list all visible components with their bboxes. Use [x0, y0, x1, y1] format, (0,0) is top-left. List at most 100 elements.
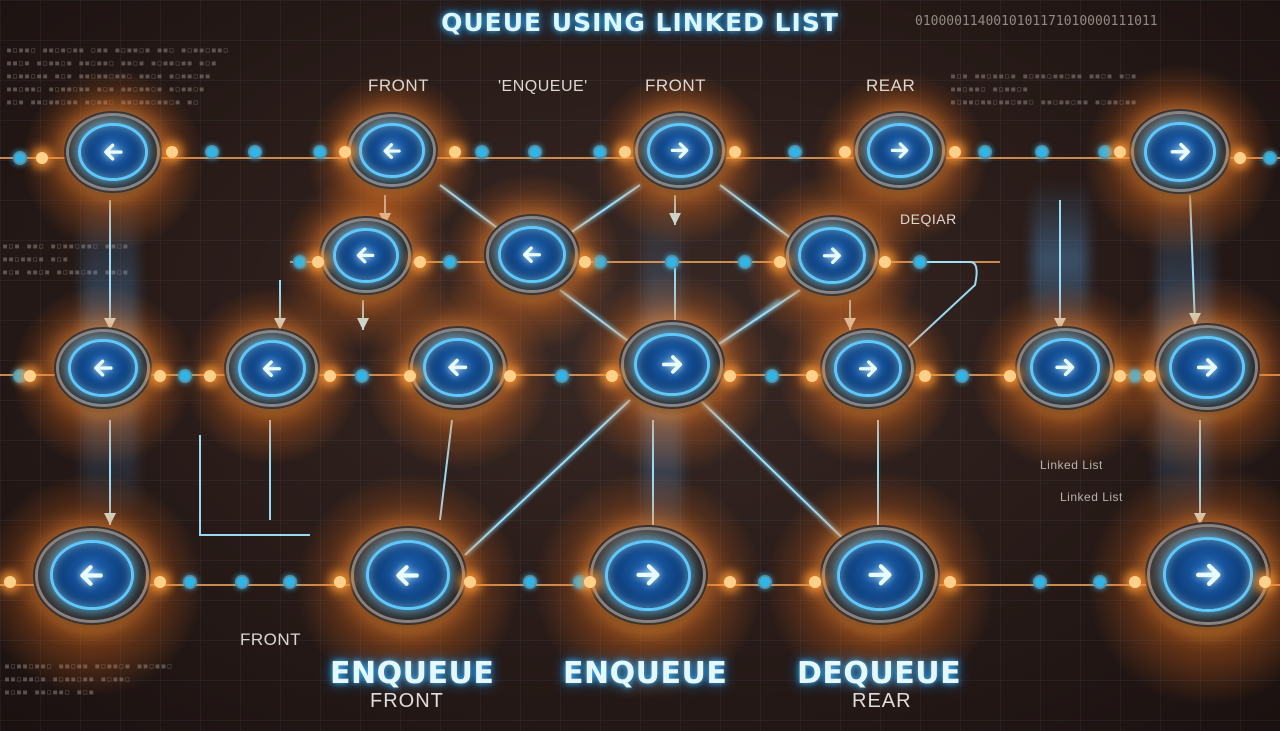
queue-node: [59, 332, 147, 405]
link-dot: [15, 153, 25, 163]
link-spark: [839, 146, 851, 158]
link-spark: [204, 370, 216, 382]
note-linked-list-1: Linked List: [1040, 458, 1103, 472]
link-dot: [1035, 577, 1045, 587]
bottom-label-dequeue: DEQUEUE: [797, 656, 962, 691]
label-front-bottom-left: FRONT: [240, 630, 302, 649]
arrow-right-icon: [637, 336, 707, 393]
queue-node: [858, 116, 942, 185]
queue-node: [789, 220, 875, 291]
link-spark: [879, 256, 891, 268]
link-spark: [724, 576, 736, 588]
link-dot: [357, 371, 367, 381]
link-dot: [525, 577, 535, 587]
link-dot: [295, 257, 305, 267]
arrow-right-icon: [1032, 341, 1098, 395]
queue-node: [1150, 527, 1266, 623]
arrow-left-icon: [335, 230, 397, 281]
link-spark: [724, 370, 736, 382]
binary-string: 0100001140010101171010000111011: [915, 14, 1158, 29]
label-rear-top: REAR: [866, 76, 916, 95]
link-spark: [1114, 370, 1126, 382]
arrow-right-icon: [649, 125, 711, 176]
arrow-left-icon: [241, 342, 303, 394]
link-dot: [980, 147, 990, 157]
link-dot: [315, 147, 325, 157]
link-spark: [404, 370, 416, 382]
link-dot: [207, 147, 217, 157]
link-spark: [24, 370, 36, 382]
link-spark: [449, 146, 461, 158]
link-spark: [919, 370, 931, 382]
link-spark: [809, 576, 821, 588]
link-spark: [584, 576, 596, 588]
link-spark: [464, 576, 476, 588]
queue-node: [489, 219, 575, 290]
link-dot: [790, 147, 800, 157]
queue-node: [69, 116, 157, 189]
link-spark: [154, 370, 166, 382]
queue-node: [413, 331, 503, 405]
link-spark: [334, 576, 346, 588]
link-spark: [579, 256, 591, 268]
link-spark: [729, 146, 741, 158]
queue-node: [351, 117, 433, 185]
link-spark: [1114, 146, 1126, 158]
arrow-right-icon: [608, 542, 688, 608]
bottom-label-enqueue-2: ENQUEUE: [563, 656, 728, 691]
arrow-left-icon: [369, 543, 447, 608]
link-spark: [1144, 370, 1156, 382]
link-spark: [324, 370, 336, 382]
link-spark: [619, 146, 631, 158]
bottom-sub-front: FRONT: [370, 690, 444, 712]
link-dot: [180, 371, 190, 381]
link-spark: [312, 256, 324, 268]
link-dot: [957, 371, 967, 381]
queue-node: [1134, 114, 1226, 190]
link-spark: [36, 152, 48, 164]
arrow-right-icon: [801, 229, 863, 281]
link-spark: [1259, 576, 1271, 588]
link-spark: [1234, 152, 1246, 164]
link-dot: [595, 147, 605, 157]
arrow-left-icon: [501, 228, 563, 280]
link-spark: [1004, 370, 1016, 382]
link-spark: [166, 146, 178, 158]
arrow-right-icon: [1172, 339, 1242, 396]
queue-node: [825, 333, 911, 404]
queue-node: [825, 530, 935, 621]
arrow-left-icon: [362, 126, 422, 175]
label-deqiar: DEQIAR: [900, 211, 957, 227]
arrow-left-icon: [425, 341, 491, 395]
label-front-top-mid: FRONT: [645, 76, 707, 95]
link-dot: [477, 147, 487, 157]
link-dot: [760, 577, 770, 587]
link-spark: [154, 576, 166, 588]
arrow-right-icon: [1146, 124, 1214, 179]
link-spark: [414, 256, 426, 268]
link-dot: [575, 577, 585, 587]
link-spark: [339, 146, 351, 158]
arrow-right-icon: [1166, 540, 1250, 609]
arrow-right-icon: [837, 342, 899, 394]
link-dot: [1265, 153, 1275, 163]
link-dot: [445, 257, 455, 267]
arrow-left-icon: [71, 342, 135, 395]
link-dot: [740, 257, 750, 267]
queue-node: [1159, 328, 1255, 407]
link-dot: [15, 371, 25, 381]
note-linked-list-2: Linked List: [1060, 490, 1123, 504]
link-spark: [606, 370, 618, 382]
arrow-right-icon: [869, 125, 931, 176]
link-dot: [1095, 577, 1105, 587]
link-dot: [557, 371, 567, 381]
label-enqueue-top: 'ENQUEUE': [498, 78, 588, 95]
link-spark: [504, 370, 516, 382]
arrow-left-icon: [53, 543, 131, 608]
link-dot: [1037, 147, 1047, 157]
link-dot: [250, 147, 260, 157]
link-dot: [1100, 147, 1110, 157]
link-spark: [774, 256, 786, 268]
link-dot: [667, 257, 677, 267]
arrow-left-icon: [81, 126, 145, 179]
